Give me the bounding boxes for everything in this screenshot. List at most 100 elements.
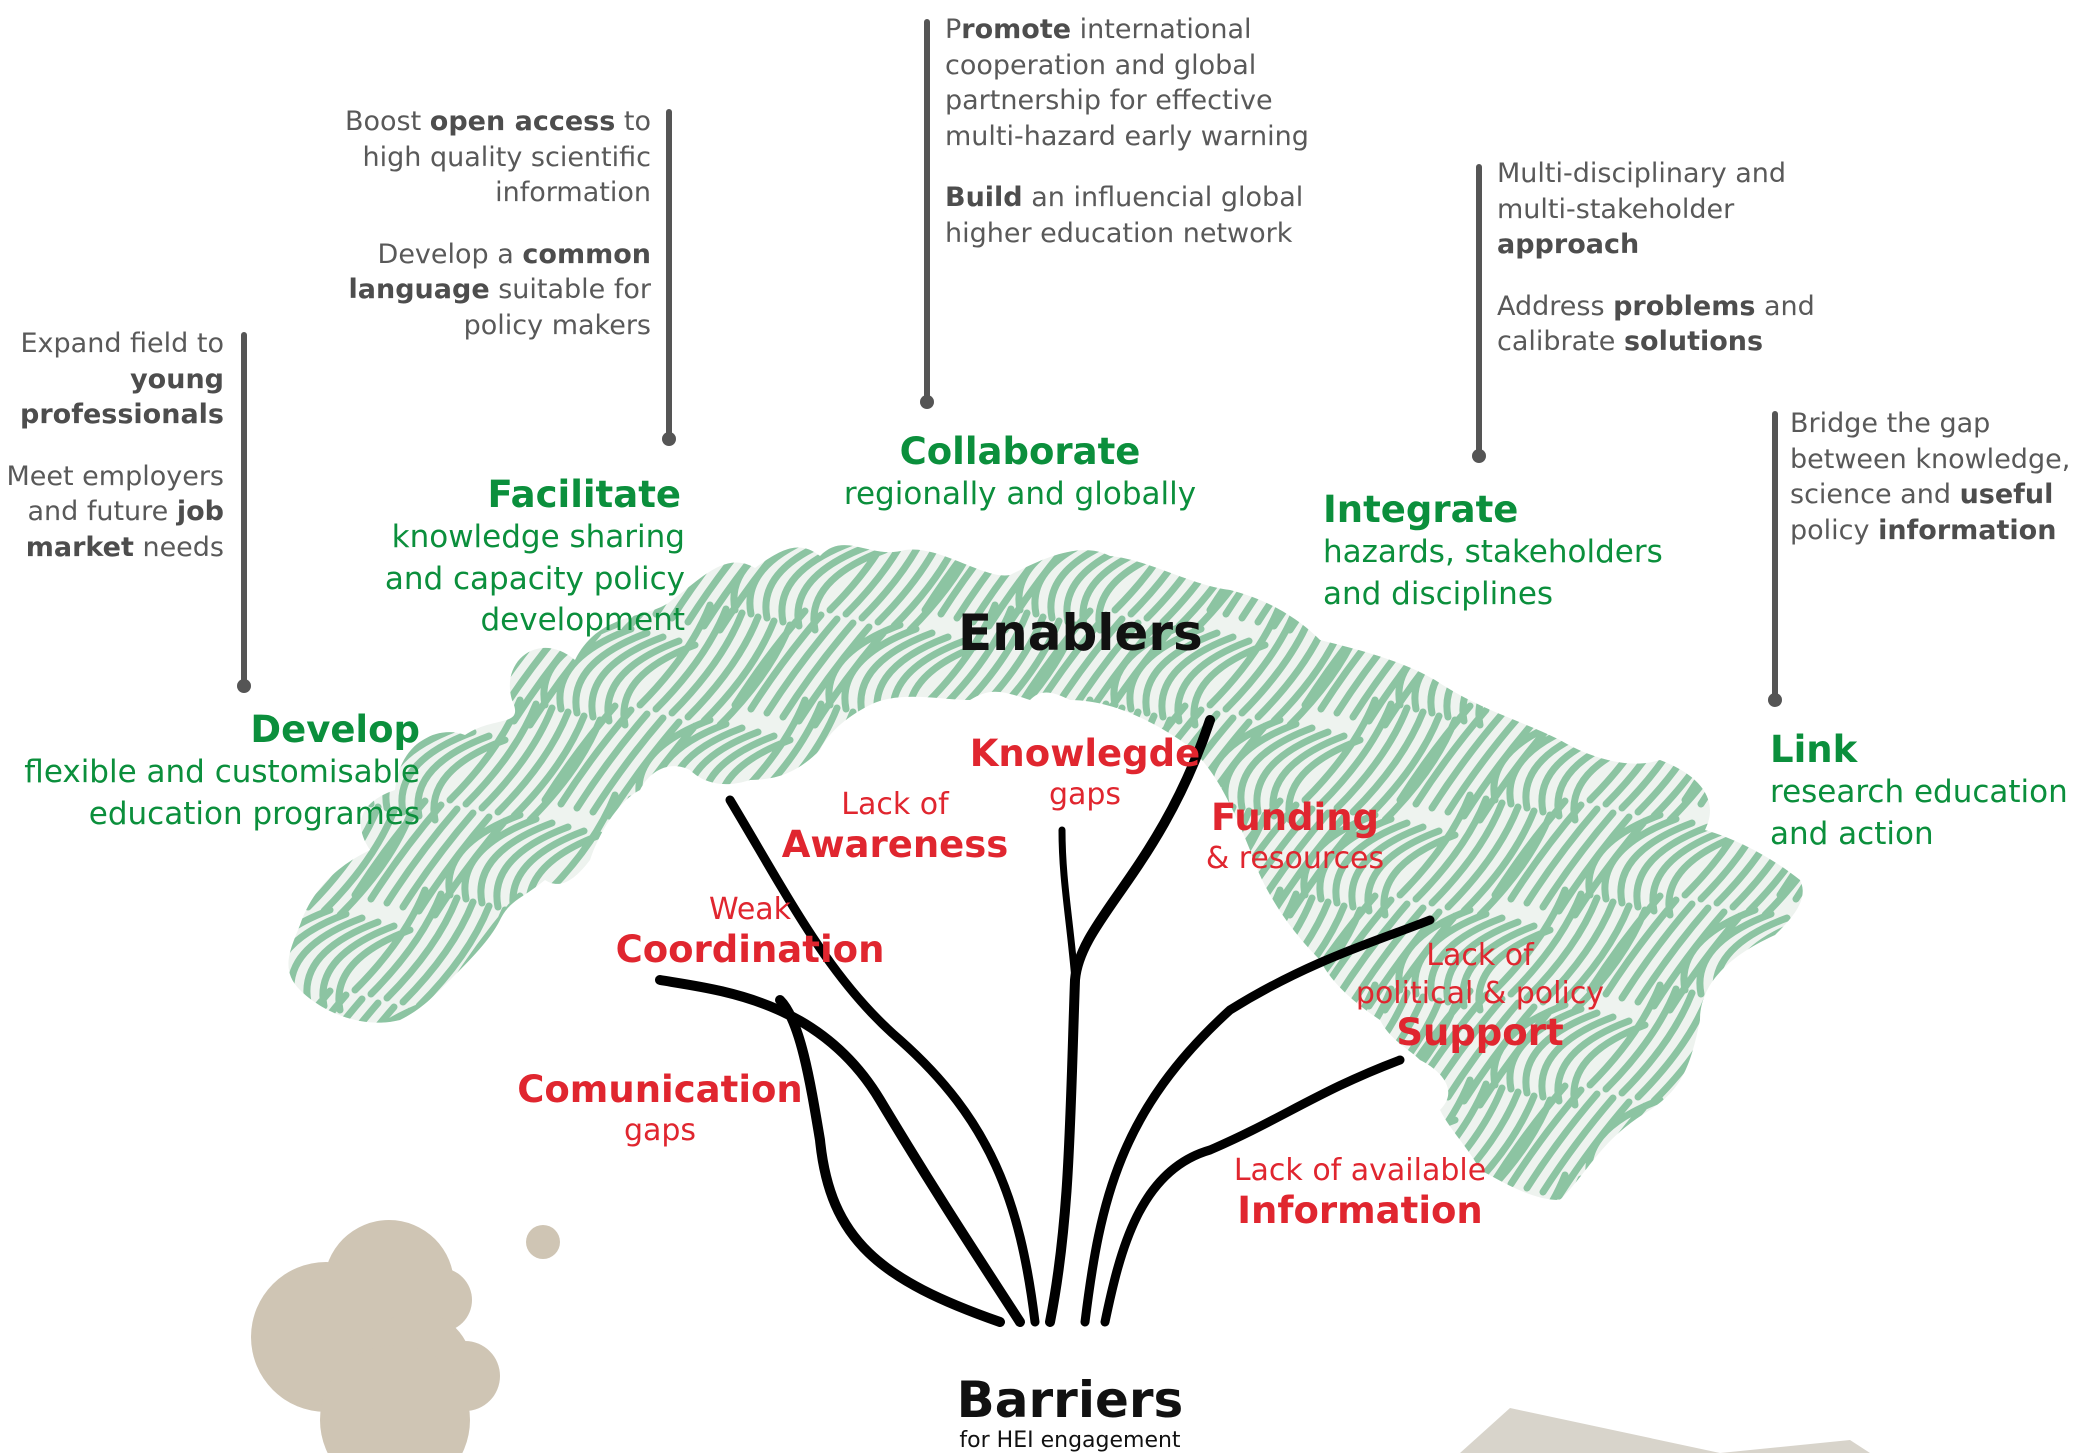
note-text: Address	[1497, 290, 1614, 322]
note-gap	[300, 211, 651, 237]
note-emphasis: romote	[961, 14, 1072, 45]
enabler-sub: and action	[1770, 815, 1934, 852]
note-emphasis: solutions	[1623, 326, 1764, 358]
barriers-label: Barriers for HEI engagement	[920, 1373, 1220, 1454]
note-line: Bridge the gap	[1790, 406, 2080, 442]
note-text: high quality scientific	[362, 141, 651, 173]
tree-roots	[655, 715, 1435, 1327]
barrier-support: Lack of political & policy Support	[1330, 937, 1630, 1055]
note-line: policy information	[1790, 513, 2080, 549]
barrier-prefix: Weak	[708, 892, 792, 927]
note-text: Boost	[345, 106, 430, 137]
note-text: information	[495, 177, 651, 209]
pointer-dot-collaborate	[920, 395, 934, 409]
enabler-link: Link research education and action	[1770, 728, 2070, 855]
note-text: Expand field to	[20, 328, 224, 359]
enabler-sub: hazards, stakeholders	[1323, 534, 1663, 571]
note-gap	[1497, 263, 1857, 289]
enabler-heading: Develop	[250, 708, 420, 751]
barrier-suffix: gaps	[623, 1112, 697, 1148]
enablers-title: Enablers	[958, 604, 1203, 662]
note-text: international	[1071, 14, 1252, 45]
note-line: multi-stakeholder	[1497, 192, 1857, 228]
note-emphasis: language	[348, 274, 490, 306]
barrier-awareness: Lack of Awareness	[760, 786, 1030, 866]
barrier-knowledge: Knowlegde gaps	[955, 732, 1215, 813]
note-text: an influencial global	[1022, 182, 1304, 214]
note-gap	[945, 155, 1365, 181]
note-line: approach	[1497, 227, 1857, 263]
root-knowledge-left	[1058, 826, 1079, 984]
barrier-information: Lack of available Information	[1200, 1152, 1520, 1232]
note-text: Meet employers	[6, 460, 224, 492]
note-text: cooperation and global	[945, 49, 1257, 81]
enabler-heading: Link	[1770, 728, 1858, 771]
enabler-sub: development	[480, 601, 686, 638]
note-line: Address problems and	[1497, 289, 1857, 325]
note-line: higher education network	[945, 216, 1365, 252]
note-text: policy makers	[463, 309, 651, 341]
barrier-heading: Information	[1237, 1188, 1483, 1232]
enabler-heading: Collaborate	[899, 430, 1141, 473]
note-line: information	[300, 175, 651, 211]
note-text: suitable for	[489, 274, 651, 306]
note-line: Meet employers	[0, 459, 224, 495]
barrier-heading: Coordination	[615, 927, 885, 971]
note-text: Develop a	[377, 238, 523, 270]
note-emphasis: problems	[1613, 290, 1756, 322]
note-emphasis: useful	[1959, 479, 2054, 511]
enabler-sub: and disciplines	[1323, 575, 1554, 612]
pointer-dot-facilitate	[662, 432, 676, 446]
note-line: multi-hazard early warning	[945, 119, 1365, 155]
note-line: Build an influencial global	[945, 180, 1365, 216]
note-text: and future	[27, 496, 177, 528]
barriers-subtitle: for HEI engagement	[959, 1428, 1181, 1453]
note-line: between knowledge,	[1790, 442, 2080, 478]
root-awareness	[725, 795, 1040, 1327]
note-emphasis: Build	[945, 182, 1023, 214]
note-text: multi-stakeholder	[1497, 193, 1735, 225]
note-text: needs	[133, 531, 224, 563]
note-line: language suitable for	[300, 272, 651, 308]
barrier-communication: Comunication gaps	[500, 1068, 820, 1149]
note-text: multi-hazard early warning	[945, 120, 1309, 152]
note-line: Expand field to	[0, 326, 224, 362]
note-text: P	[945, 14, 962, 45]
enabler-sub: education programes	[88, 795, 420, 832]
enabler-heading: Integrate	[1323, 488, 1519, 531]
pointer-dot-link	[1768, 693, 1782, 707]
note-line: Promote international	[945, 12, 1365, 48]
note-emphasis: open access	[429, 106, 616, 137]
note-text: and	[1755, 290, 1815, 322]
barrier-heading: Funding	[1210, 796, 1380, 839]
barrier-coordination: Weak Coordination	[600, 891, 900, 971]
pointer-dot-develop	[237, 679, 251, 693]
note-emphasis: young	[130, 363, 224, 395]
enabler-sub: research education	[1770, 774, 2068, 811]
note-text: to	[615, 106, 651, 137]
root-information	[1100, 1055, 1405, 1327]
note-line: professionals	[0, 397, 224, 433]
note-text: between knowledge,	[1790, 443, 2071, 475]
barrier-heading: Knowlegde	[969, 732, 1201, 775]
note-emphasis: common	[522, 238, 651, 270]
note-line: Develop a common	[300, 237, 651, 273]
note-text: calibrate	[1497, 326, 1624, 358]
enabler-collaborate: Collaborate regionally and globally	[820, 430, 1220, 516]
note-line: and future job	[0, 494, 224, 530]
root-coordination	[655, 975, 1025, 1327]
note-line: market needs	[0, 530, 224, 566]
root-communication	[775, 995, 1005, 1327]
barrier-suffix: gaps	[1048, 776, 1122, 812]
note-line: science and useful	[1790, 477, 2080, 513]
note-emphasis: market	[25, 531, 134, 563]
note-line: policy makers	[300, 308, 651, 344]
note-line: calibrate solutions	[1497, 324, 1857, 360]
root-funding	[1080, 915, 1435, 1327]
enabler-facilitate: Facilitate knowledge sharing and capacit…	[380, 473, 685, 641]
